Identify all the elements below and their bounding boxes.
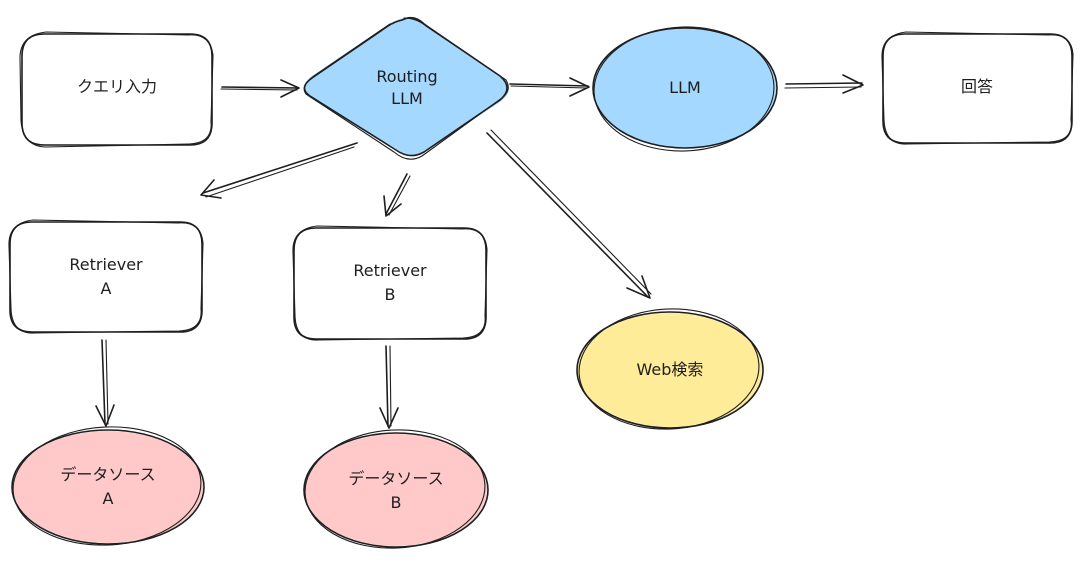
datasource-a-label-line1: データソース [60, 465, 155, 484]
datasource-b-label-line2: B [391, 493, 402, 512]
arrow-routing-to-web-search [486, 129, 652, 299]
arrow-llm-to-answer [784, 74, 864, 94]
answer-node[interactable]: 回答 [881, 31, 1074, 145]
datasource-a-node[interactable]: データソース A [10, 422, 205, 550]
retriever-a-node[interactable]: Retriever A [8, 219, 204, 334]
arrow-query-to-routing [220, 79, 300, 98]
arrow-routing-to-retriever-b [383, 173, 411, 217]
retriever-a-label-line1: Retriever [69, 255, 143, 274]
web-search-node[interactable]: Web検索 [576, 304, 764, 433]
routing-llm-node[interactable]: Routing LLM [303, 16, 509, 160]
llm-node[interactable]: LLM [592, 24, 778, 154]
retriever-b-label-line2: B [385, 285, 396, 304]
arrow-routing-to-llm [509, 77, 590, 97]
query-input-label: クエリ入力 [77, 77, 157, 96]
retriever-a-label-line2: A [101, 279, 112, 298]
arrow-retriever-a-to-datasource-a [95, 339, 115, 427]
answer-label: 回答 [961, 77, 993, 96]
web-search-label: Web検索 [637, 360, 704, 379]
datasource-b-label-line1: データソース [348, 469, 443, 488]
query-input-node[interactable]: クエリ入力 [19, 31, 214, 148]
llm-label: LLM [669, 78, 701, 97]
datasource-b-node[interactable]: データソース B [302, 425, 489, 552]
arrow-routing-to-retriever-a [200, 142, 358, 199]
arrow-retriever-b-to-datasource-b [379, 345, 399, 429]
routing-llm-label-line2: LLM [391, 89, 423, 108]
retriever-b-node[interactable]: Retriever B [292, 225, 488, 341]
routing-llm-label-line1: Routing [376, 67, 437, 86]
datasource-a-label-line2: A [103, 489, 114, 508]
retriever-b-label-line1: Retriever [353, 261, 427, 280]
